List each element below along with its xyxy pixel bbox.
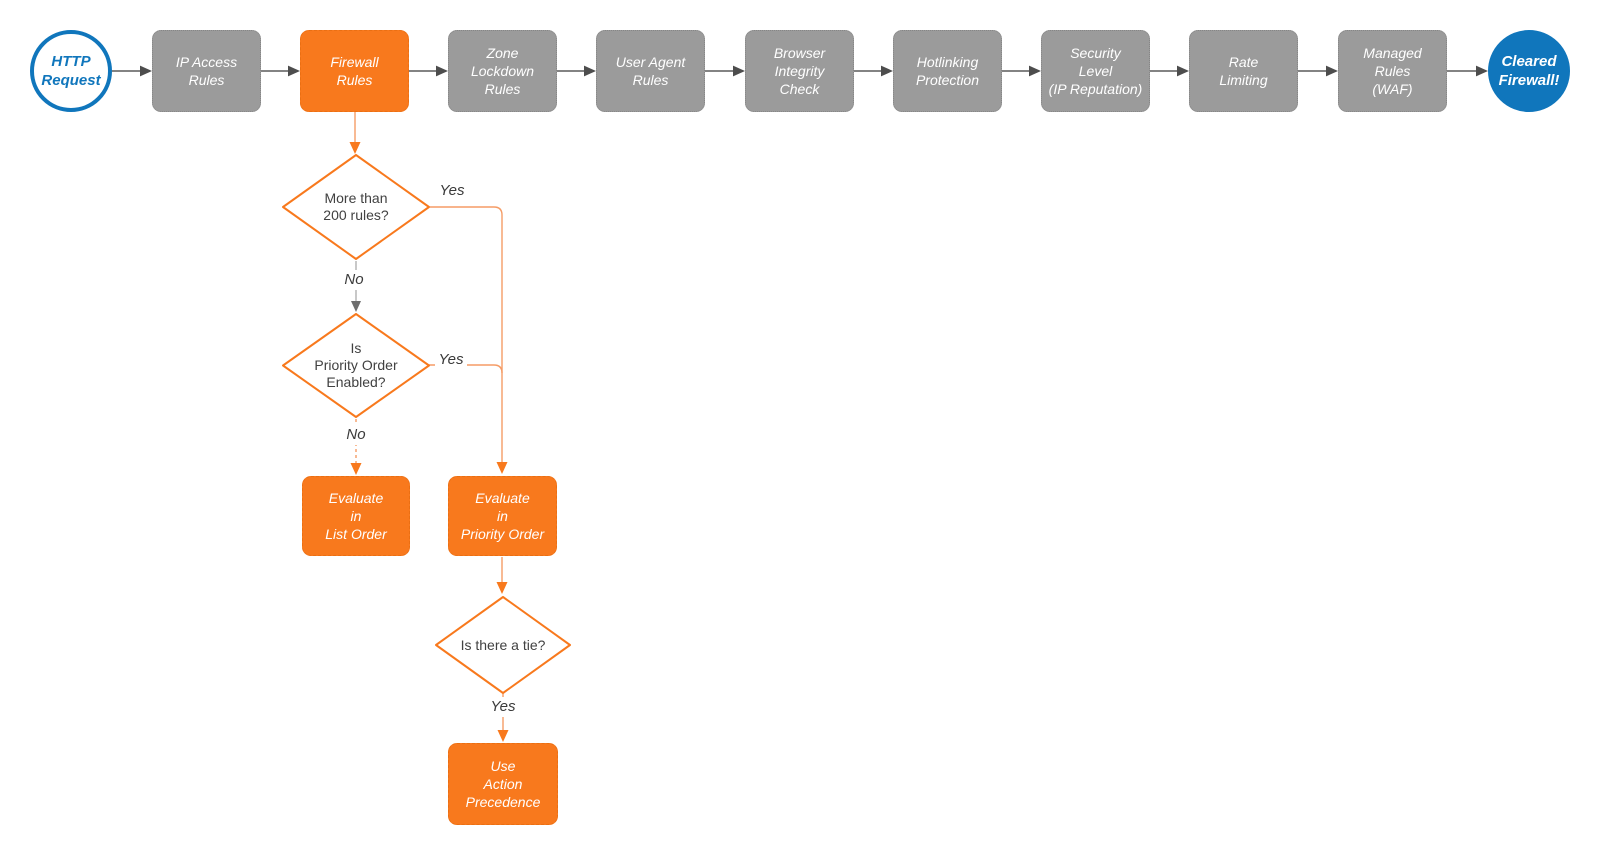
edge-label-yes-200-rules: Yes xyxy=(436,181,468,201)
node-http-request-label: HTTP Request xyxy=(41,53,101,89)
node-browser-integrity-check-label: Browser Integrity Check xyxy=(773,45,826,97)
node-zone-lockdown-rules: Zone Lockdown Rules xyxy=(448,30,557,112)
node-evaluate-in-list-order-label: Evaluate in List Order xyxy=(325,490,387,542)
node-ip-access-rules-label: IP Access Rules xyxy=(175,54,238,88)
decision-priority-order-enabled: Is Priority Order Enabled? xyxy=(281,312,431,419)
edge-label-no-200-rules: No xyxy=(340,270,368,290)
node-evaluate-in-list-order: Evaluate in List Order xyxy=(302,476,410,556)
diamond-shape xyxy=(435,596,571,694)
diamond-shape xyxy=(282,154,430,260)
node-cleared-firewall: Cleared Firewall! xyxy=(1488,30,1570,112)
node-hotlinking-protection-label: Hotlinking Protection xyxy=(915,54,980,88)
decision-more-than-200-rules: More than 200 rules? xyxy=(281,153,431,261)
diamond-shape xyxy=(282,313,430,418)
node-cleared-firewall-label: Cleared Firewall! xyxy=(1498,53,1560,89)
node-evaluate-in-priority-order-label: Evaluate in Priority Order xyxy=(460,490,545,542)
node-ip-access-rules: IP Access Rules xyxy=(152,30,261,112)
node-evaluate-in-priority-order: Evaluate in Priority Order xyxy=(448,476,557,556)
node-rate-limiting-label: Rate Limiting xyxy=(1219,54,1268,88)
edge-label-yes-priority-order: Yes xyxy=(435,350,467,370)
decision-priority-order-enabled-question: Is Priority Order Enabled? xyxy=(314,340,398,390)
node-security-level-label: Security Level (IP Reputation) xyxy=(1048,45,1143,97)
node-hotlinking-protection: Hotlinking Protection xyxy=(893,30,1002,112)
node-browser-integrity-check: Browser Integrity Check xyxy=(745,30,854,112)
decision-is-there-a-tie-question: Is there a tie? xyxy=(460,636,546,653)
node-rate-limiting: Rate Limiting xyxy=(1189,30,1298,112)
decision-is-there-a-tie: Is there a tie? xyxy=(434,595,572,695)
node-managed-rules-waf: Managed Rules (WAF) xyxy=(1338,30,1447,112)
node-managed-rules-waf-label: Managed Rules (WAF) xyxy=(1363,45,1422,97)
node-security-level: Security Level (IP Reputation) xyxy=(1041,30,1150,112)
node-use-action-precedence: Use Action Precedence xyxy=(448,743,558,825)
node-http-request: HTTP Request xyxy=(30,30,112,112)
node-user-agent-rules-label: User Agent Rules xyxy=(615,54,686,88)
decision-more-than-200-rules-question: More than 200 rules? xyxy=(323,190,389,223)
node-user-agent-rules: User Agent Rules xyxy=(596,30,705,112)
edge-label-no-priority-order: No xyxy=(342,425,370,445)
node-firewall-rules: Firewall Rules xyxy=(300,30,409,112)
edge-label-yes-tie: Yes xyxy=(487,697,519,717)
node-zone-lockdown-rules-label: Zone Lockdown Rules xyxy=(470,45,535,97)
node-firewall-rules-label: Firewall Rules xyxy=(330,54,379,88)
node-use-action-precedence-label: Use Action Precedence xyxy=(465,758,541,810)
